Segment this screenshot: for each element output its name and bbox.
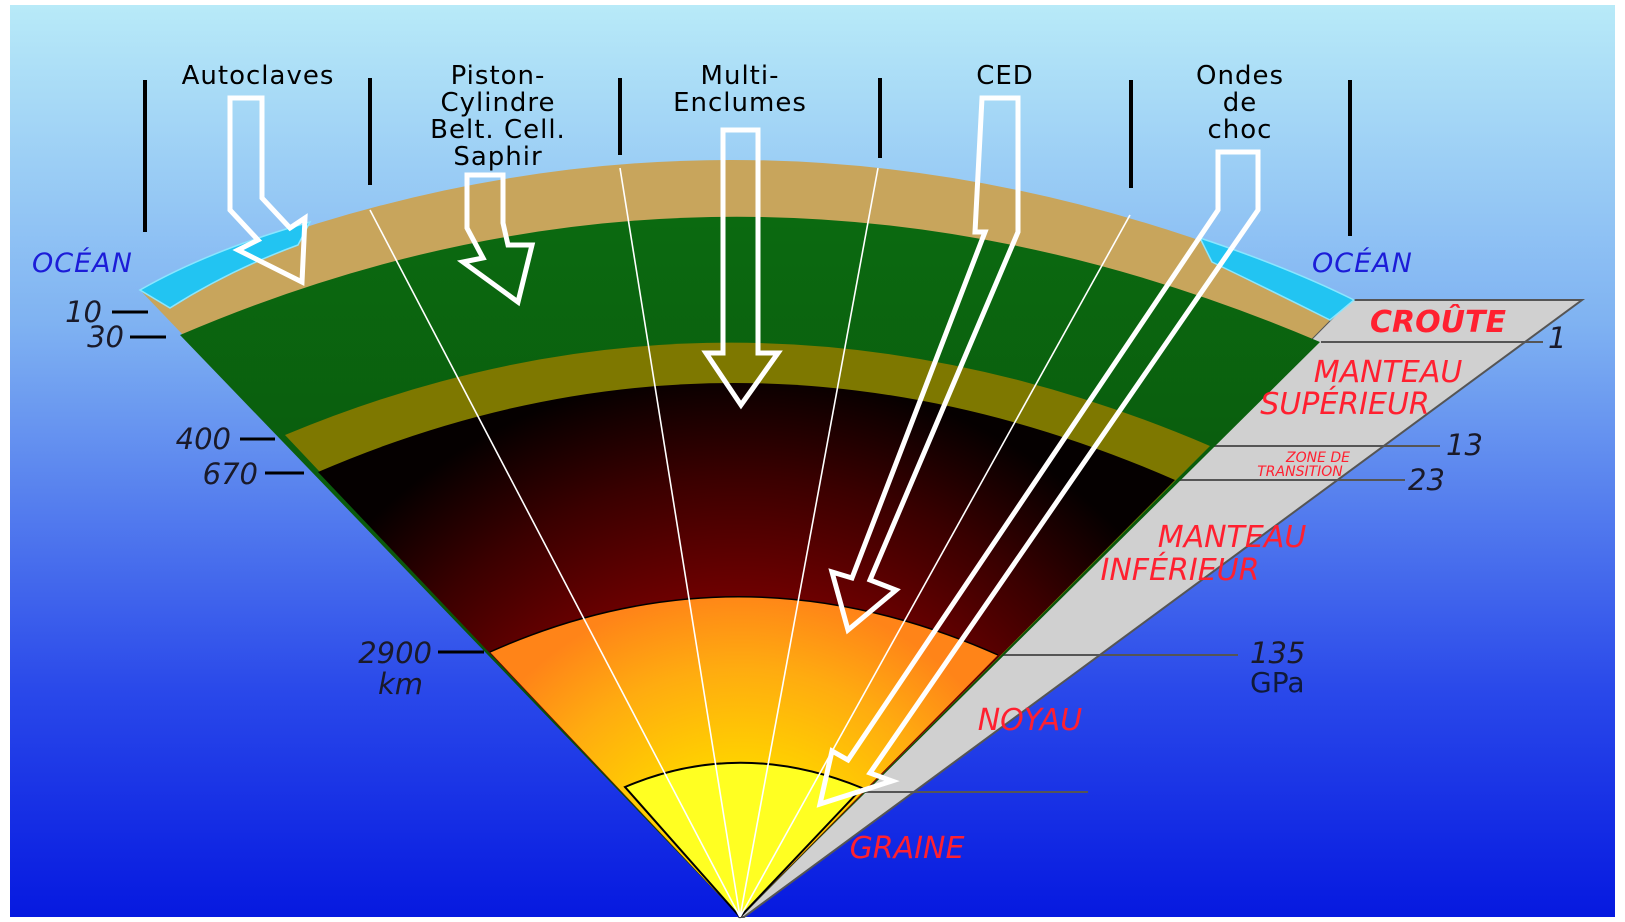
label-ondes-1: Ondes — [1196, 61, 1284, 91]
depth-unit: km — [378, 667, 423, 701]
depth-400: 400 — [176, 422, 231, 456]
arrow-multi — [701, 127, 783, 410]
ocean-left — [138, 220, 312, 309]
layer-transition-2: TRANSITION — [1257, 464, 1343, 480]
layer-transition-1: ZONE DE — [1285, 450, 1350, 466]
label-ced: CED — [976, 61, 1034, 91]
arrow-piston — [456, 172, 536, 307]
label-multi-1: Multi- — [701, 61, 780, 91]
label-piston-3: Belt. Cell. — [430, 115, 566, 145]
label-piston-4: Saphir — [453, 142, 542, 172]
depth-670: 670 — [203, 457, 258, 491]
ocean-left-label: OCÉAN — [32, 247, 133, 279]
arrow-ondes — [816, 149, 1261, 808]
depth-30: 30 — [87, 320, 124, 354]
layer-manteau-superieur-1: MANTEAU — [1314, 355, 1463, 390]
arrow-autoclaves — [227, 95, 308, 286]
label-multi-2: Enclumes — [673, 88, 807, 118]
arrow-ced — [828, 95, 1021, 635]
outer-core-layer — [490, 596, 998, 917]
label-ondes-2: de — [1223, 88, 1258, 118]
ocean-right-label: OCÉAN — [1312, 247, 1413, 279]
earth-wedge — [138, 159, 1356, 919]
pressure-unit: GPa — [1250, 666, 1304, 699]
layer-manteau-inferieur-1: MANTEAU — [1158, 520, 1307, 555]
inner-core-layer — [623, 761, 864, 919]
technique-separators — [143, 78, 1352, 236]
core-mantle-boundary — [489, 596, 999, 656]
pressure-13: 13 — [1446, 428, 1483, 462]
pressure-23: 23 — [1408, 463, 1445, 497]
layer-noyau: NOYAU — [978, 703, 1083, 738]
label-piston-2: Cylindre — [440, 88, 555, 118]
layer-graine: GRAINE — [850, 831, 965, 866]
sector-lines — [369, 167, 1131, 918]
label-autoclaves: Autoclaves — [182, 61, 335, 91]
layer-manteau-superieur-2: SUPÉRIEUR — [1260, 386, 1430, 422]
depth-10: 10 — [65, 295, 102, 329]
label-ondes-3: choc — [1208, 115, 1273, 145]
pressure-135: 135 — [1250, 636, 1305, 670]
technique-arrows — [227, 95, 1261, 808]
ocean-right — [1198, 236, 1356, 321]
layer-croute: CROÛTE — [1370, 303, 1506, 340]
depth-ticks — [112, 310, 484, 654]
depth-2900: 2900 — [358, 636, 432, 670]
technique-labels: Autoclaves Piston- Cylindre Belt. Cell. … — [182, 61, 1284, 172]
label-piston-1: Piston- — [451, 61, 546, 91]
pressure-1: 1 — [1548, 321, 1566, 355]
layer-manteau-inferieur-2: INFÉRIEUR — [1101, 552, 1260, 588]
